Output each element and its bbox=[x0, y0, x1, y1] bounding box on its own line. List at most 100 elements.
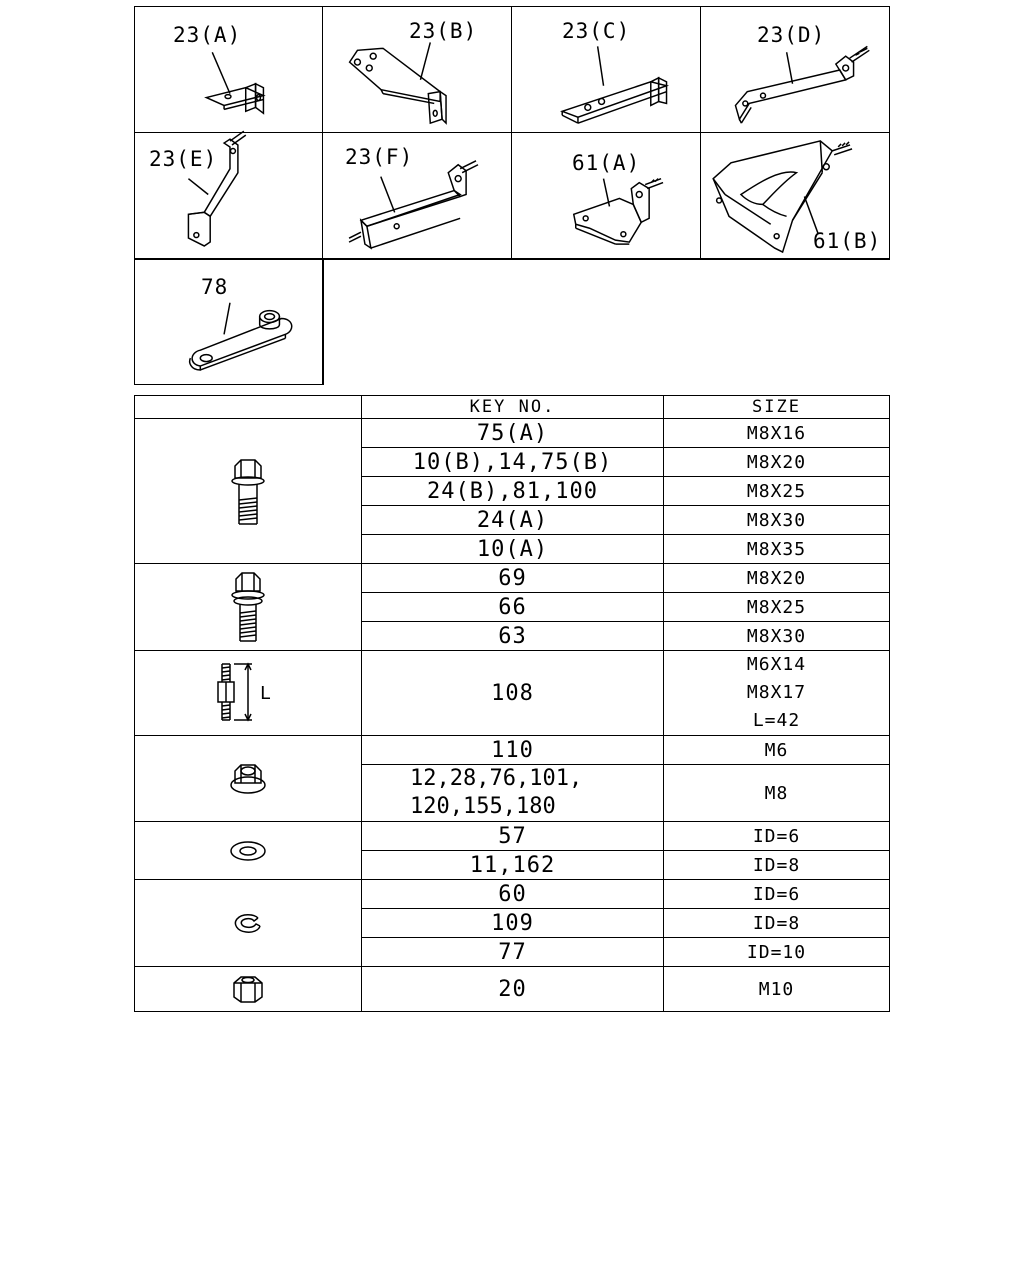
part-label-23a: 23(A) bbox=[173, 23, 242, 47]
flat-washer-icon-cell bbox=[134, 821, 362, 880]
size-cell: M8X25 bbox=[663, 476, 890, 506]
bracket-23a-drawing bbox=[204, 51, 266, 115]
table-row: L 108 M6X14 M8X17 L=42 bbox=[134, 650, 890, 736]
flange-nut-icon bbox=[230, 763, 266, 794]
key-cell: 24(B),81,100 bbox=[361, 476, 664, 506]
size-cell: M10 bbox=[663, 966, 890, 1012]
flange-bolt-icon-cell bbox=[134, 418, 362, 564]
flat-washer-icon bbox=[230, 840, 266, 861]
plate-78-drawing bbox=[188, 302, 293, 371]
key-cell: 10(B),14,75(B) bbox=[361, 447, 664, 477]
table-row: 75(A) M8X16 bbox=[134, 418, 890, 564]
part-cell-23b: 23(B) bbox=[323, 6, 512, 133]
key-line: 12,28,76,101, bbox=[410, 766, 583, 791]
flange-bolt-icon bbox=[231, 459, 265, 525]
table-row: 77 ID=10 bbox=[135, 937, 890, 967]
size-cell: ID=8 bbox=[663, 850, 890, 880]
part-label-23c: 23(C) bbox=[562, 19, 631, 43]
size-cell: ID=6 bbox=[663, 879, 890, 909]
stud-length-label: L bbox=[260, 683, 271, 704]
flange-nut-icon-cell bbox=[134, 735, 362, 822]
bracket-23f-drawing bbox=[348, 160, 479, 250]
size-line: M6X14 bbox=[746, 654, 807, 675]
fastener-size-table: KEY NO. SIZE 75(A) M8X16 bbox=[134, 395, 890, 1012]
part-label-23e: 23(E) bbox=[149, 147, 218, 171]
part-cell-61b: 61(B) bbox=[701, 133, 890, 259]
part-label-23d: 23(D) bbox=[757, 23, 826, 47]
key-cell: 69 bbox=[361, 563, 664, 593]
key-cell: 110 bbox=[361, 735, 664, 765]
part-cell-23f: 23(F) bbox=[323, 133, 512, 259]
key-cell: 60 bbox=[361, 879, 664, 909]
washer-bolt-icon-cell bbox=[134, 563, 362, 651]
key-cell: 66 bbox=[361, 592, 664, 622]
size-cell: M6 bbox=[663, 735, 890, 765]
key-cell: 63 bbox=[361, 621, 664, 651]
size-cell: M8X20 bbox=[663, 447, 890, 477]
size-cell: M8X25 bbox=[663, 592, 890, 622]
part-cell-61a: 61(A) bbox=[512, 133, 701, 259]
size-cell: M8X16 bbox=[663, 418, 890, 448]
size-line: L=42 bbox=[752, 710, 801, 731]
key-cell: 108 bbox=[361, 650, 664, 736]
hex-nut-icon bbox=[233, 976, 263, 1003]
part-label-23f: 23(F) bbox=[345, 145, 414, 169]
hex-nut-icon-cell bbox=[134, 966, 362, 1012]
part-label-78: 78 bbox=[201, 275, 229, 299]
size-cell: M8X35 bbox=[663, 534, 890, 564]
table-row: 10(A) M8X35 bbox=[135, 534, 890, 564]
size-cell: ID=10 bbox=[663, 937, 890, 967]
stud-bolt-icon-cell: L bbox=[134, 650, 362, 736]
table-row: 63 M8X30 bbox=[135, 621, 890, 651]
part-cell-23e: 23(E) bbox=[134, 130, 323, 259]
key-cell-multiline: 12,28,76,101, 120,155,180 bbox=[361, 764, 664, 822]
stud-bolt-icon: L bbox=[217, 662, 271, 722]
washer-bolt-icon bbox=[231, 572, 265, 642]
bracket-61b-drawing bbox=[712, 140, 853, 254]
table-row: 11,162 ID=8 bbox=[135, 850, 890, 880]
table-header-icon bbox=[134, 395, 362, 419]
table-row: 10(B),14,75(B) M8X20 bbox=[135, 447, 890, 477]
bracket-23e-drawing bbox=[187, 130, 247, 247]
bracket-23b-drawing bbox=[348, 42, 447, 125]
part-cell-23a: 23(A) bbox=[134, 6, 323, 133]
key-cell: 10(A) bbox=[361, 534, 664, 564]
bracket-23d-drawing bbox=[734, 45, 870, 124]
bracket-61a-drawing bbox=[572, 177, 664, 245]
size-cell: M8X30 bbox=[663, 621, 890, 651]
table-header-key: KEY NO. bbox=[361, 395, 664, 419]
table-row: 57 ID=6 bbox=[134, 821, 890, 880]
table-row: 66 M8X25 bbox=[135, 592, 890, 622]
part-label-23b: 23(B) bbox=[409, 19, 478, 43]
key-cell: 75(A) bbox=[361, 418, 664, 448]
table-header-size: SIZE bbox=[663, 395, 890, 419]
key-cell: 77 bbox=[361, 937, 664, 967]
size-cell: ID=6 bbox=[663, 821, 890, 851]
table-row: 109 ID=8 bbox=[135, 908, 890, 938]
table-row: 60 ID=6 bbox=[134, 879, 890, 967]
size-cell: ID=8 bbox=[663, 908, 890, 938]
table-header-row: KEY NO. SIZE bbox=[134, 395, 890, 419]
size-cell: M8X20 bbox=[663, 563, 890, 593]
table-row: 20 M10 bbox=[134, 966, 890, 1012]
part-cell-23c: 23(C) bbox=[512, 6, 701, 133]
key-line: 120,155,180 bbox=[410, 794, 556, 819]
part-label-61b: 61(B) bbox=[813, 229, 882, 253]
part-label-61a: 61(A) bbox=[572, 151, 641, 175]
bracket-23c-drawing bbox=[559, 46, 670, 124]
table-row: 110 M6 bbox=[134, 735, 890, 822]
table-row: 24(A) M8X30 bbox=[135, 505, 890, 535]
key-cell: 57 bbox=[361, 821, 664, 851]
size-cell: M8 bbox=[663, 764, 890, 822]
part-cell-78: 78 bbox=[134, 259, 323, 385]
size-cell-multiline: M6X14 M8X17 L=42 bbox=[663, 650, 890, 736]
part-cell-23d: 23(D) bbox=[701, 6, 890, 133]
e-ring-icon bbox=[234, 914, 261, 933]
table-row: 69 M8X20 bbox=[134, 563, 890, 651]
size-line: M8X17 bbox=[746, 682, 807, 703]
key-cell: 109 bbox=[361, 908, 664, 938]
key-cell: 24(A) bbox=[361, 505, 664, 535]
e-ring-icon-cell bbox=[134, 879, 362, 967]
size-cell: M8X30 bbox=[663, 505, 890, 535]
key-cell: 11,162 bbox=[361, 850, 664, 880]
